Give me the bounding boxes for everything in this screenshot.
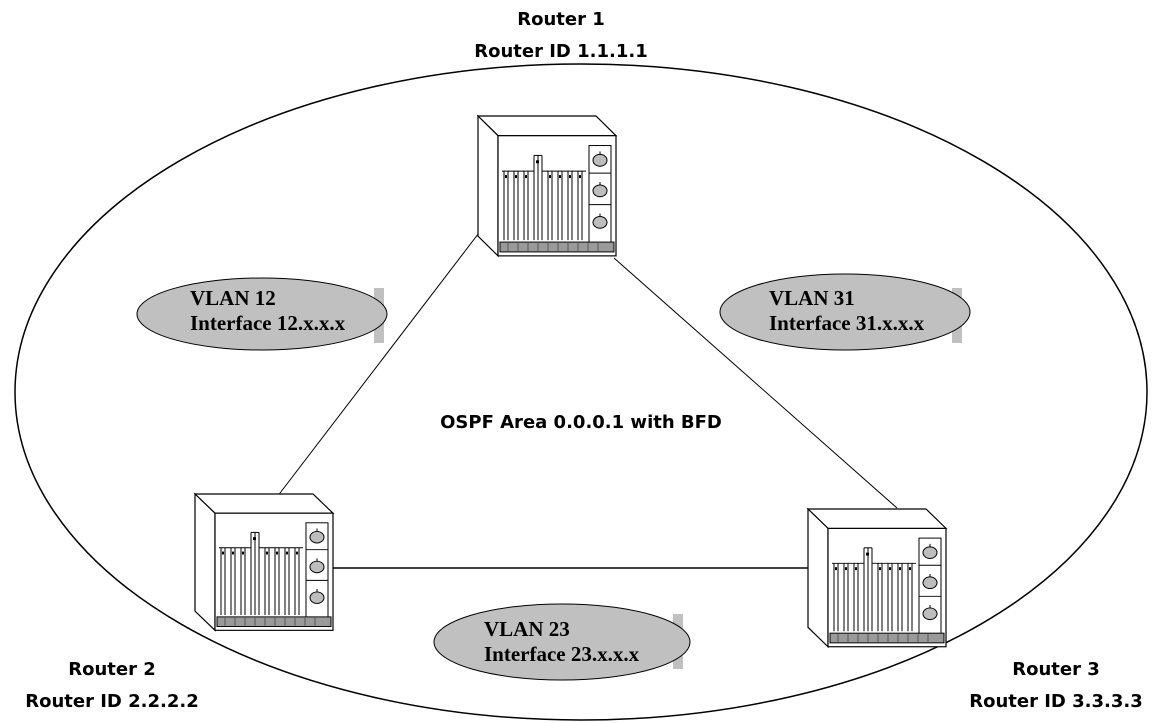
router-1[interactable] — [477, 115, 617, 257]
router-3-id: Router ID 3.3.3.3 — [969, 691, 1143, 712]
router-3-name: Router 3 — [1012, 659, 1100, 680]
router-1-name: Router 1 — [517, 9, 605, 30]
vlan-interface: Interface 31.x.x.x — [769, 311, 925, 335]
vlan-interface: Interface 23.x.x.x — [484, 642, 640, 666]
router-1-id: Router ID 1.1.1.1 — [474, 41, 648, 62]
vlan-name: VLAN 31 — [769, 286, 855, 310]
router-2[interactable] — [194, 493, 334, 631]
area-label: OSPF Area 0.0.0.1 with BFD — [440, 412, 722, 433]
router-2-name: Router 2 — [68, 659, 156, 680]
vlan-31-bubble: VLAN 31 Interface 31.x.x.x — [719, 273, 971, 351]
link-router1-router2 — [276, 224, 486, 498]
router-2-id: Router ID 2.2.2.2 — [25, 691, 199, 712]
link-router1-router3 — [613, 257, 898, 509]
vlan-23-bubble: VLAN 23 Interface 23.x.x.x — [433, 603, 691, 681]
vlan-name: VLAN 12 — [190, 286, 276, 310]
vlan-name: VLAN 23 — [484, 617, 570, 641]
router-chassis-icon — [477, 115, 617, 257]
vlan-interface: Interface 12.x.x.x — [190, 311, 346, 335]
router-chassis-icon — [807, 508, 947, 648]
router-chassis-icon — [194, 493, 334, 631]
router-3[interactable] — [807, 508, 947, 648]
vlan-12-bubble: VLAN 12 Interface 12.x.x.x — [136, 277, 388, 351]
ospf-area-boundary — [14, 63, 1148, 721]
